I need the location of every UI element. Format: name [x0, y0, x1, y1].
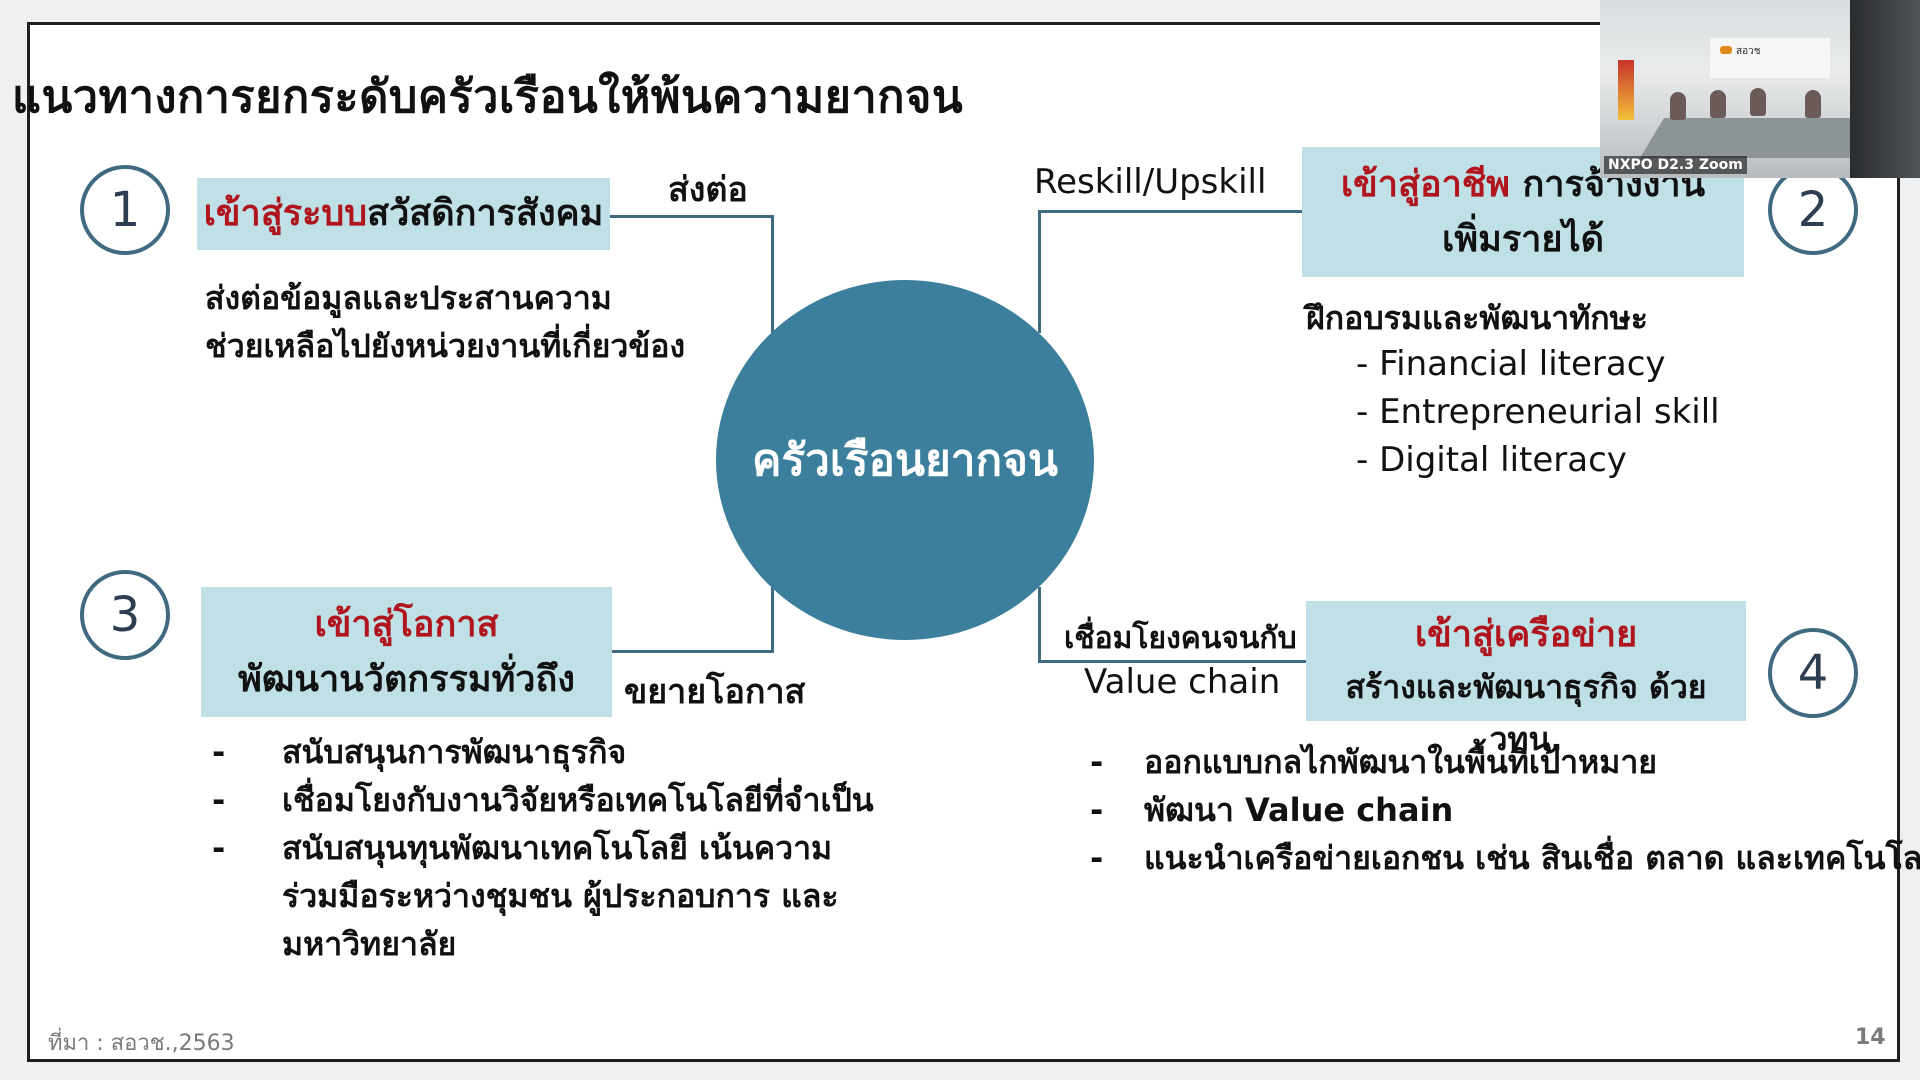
q2-skill-2: - Entrepreneurial skill — [1356, 392, 1720, 432]
step-number-2: 2 — [1768, 165, 1858, 255]
list-item: -เชื่อมโยงกับงานวิจัยหรือเทคโนโลยีที่จำเ… — [212, 781, 874, 819]
q2-skill-list: - Financial literacy - Entrepreneurial s… — [1356, 340, 1720, 484]
connector-line-1-vertical — [771, 215, 774, 333]
q4-bullet-list: -ออกแบบกลไกพัฒนาในพื้นที่เป้าหมาย -พัฒนา… — [1090, 738, 1920, 882]
q3-bullet-list: -สนับสนุนการพัฒนาธุรกิจ -เชื่อมโยงกับงาน… — [212, 728, 874, 968]
video-thumbnail[interactable]: สอวช NXPO D2.3 Zoom — [1600, 0, 1920, 178]
connector-label-4b: Value chain — [1084, 662, 1281, 702]
list-item: -สนับสนุนทุนพัฒนาเทคโนโลยี เน้นความ — [212, 829, 833, 867]
connector-line-3-vertical — [771, 587, 774, 653]
person-figure — [1805, 90, 1821, 118]
box-network-line2: สร้างและพัฒนาธุรกิจ ด้วย วทน. — [1345, 668, 1707, 758]
connector-line-3 — [612, 650, 774, 653]
person-figure — [1750, 88, 1766, 116]
connector-line-4 — [1038, 660, 1308, 663]
video-table — [1640, 118, 1880, 158]
box-opportunity: เข้าสู่โอกาส พัฒนานวัตกรรมทั่วถึง — [201, 587, 612, 717]
page-number: 14 — [1855, 1025, 1886, 1050]
q2-heading: ฝึกอบรมและพัฒนาทักษะ — [1306, 299, 1648, 337]
list-item: -แนะนำเครือข่ายเอกชน เช่น สินเชื่อ ตลาด … — [1090, 839, 1920, 877]
person-figure — [1710, 90, 1726, 118]
org-logo-icon — [1720, 46, 1732, 54]
list-item-continued: มหาวิทยาลัย — [282, 925, 457, 963]
video-backdrop-board — [1710, 38, 1830, 78]
box-network: เข้าสู่เครือข่าย สร้างและพัฒนาธุรกิจ ด้ว… — [1306, 601, 1746, 758]
connector-line-1 — [609, 215, 774, 218]
q2-skill-1: - Financial literacy — [1356, 344, 1666, 384]
connector-line-4-vertical — [1038, 587, 1041, 663]
box-network-red: เข้าสู่เครือข่าย — [1414, 614, 1638, 655]
connector-label-1: ส่งต่อ — [668, 170, 748, 210]
connector-label-4a: เชื่อมโยงคนจนกับ — [1064, 621, 1297, 656]
connector-line-2-vertical — [1038, 210, 1041, 333]
page-title: แนวทางการยกระดับครัวเรือนให้พ้นความยากจน — [12, 70, 964, 123]
q1-desc-line-1: ส่งต่อข้อมูลและประสานความ — [205, 279, 612, 317]
box-occupation-line2: เพิ่มรายได้ — [1442, 219, 1604, 260]
center-circle: ครัวเรือนยากจน — [716, 280, 1094, 640]
q1-desc-line-2: ช่วยเหลือไปยังหน่วยงานที่เกี่ยวข้อง — [205, 327, 686, 365]
q2-skill-3: - Digital literacy — [1356, 440, 1627, 480]
list-item: -พัฒนา Value chain — [1090, 791, 1454, 829]
box-opportunity-line2: พัฒนานวัตกรรมทั่วถึง — [238, 659, 575, 700]
list-item: -สนับสนุนการพัฒนาธุรกิจ — [212, 733, 627, 771]
step-number-4: 4 — [1768, 628, 1858, 718]
box-occupation-red: เข้าสู่อาชีพ — [1340, 164, 1510, 205]
center-label: ครัวเรือนยากจน — [752, 435, 1058, 486]
video-participant-label: NXPO D2.3 Zoom — [1604, 156, 1747, 174]
q1-description: ส่งต่อข้อมูลและประสานความ ช่วยเหลือไปยัง… — [205, 274, 685, 370]
box-occupation: เข้าสู่อาชีพ การจ้างงาน เพิ่มรายได้ — [1302, 147, 1744, 277]
step-number-3: 3 — [80, 570, 170, 660]
box-social-welfare: เข้าสู่ระบบสวัสดิการสังคม — [197, 178, 610, 250]
video-window — [1850, 0, 1920, 178]
person-figure — [1670, 92, 1686, 120]
connector-label-2: Reskill/Upskill — [1034, 162, 1267, 202]
box-opportunity-red: เข้าสู่โอกาส — [314, 604, 499, 645]
video-org-text: สอวช — [1736, 46, 1761, 57]
flag-icon — [1618, 60, 1634, 120]
box-social-welfare-red: เข้าสู่ระบบ — [203, 193, 368, 234]
list-item-continued: ร่วมมือระหว่างชุมชน ผู้ประกอบการ และ — [282, 877, 839, 915]
step-number-1: 1 — [80, 165, 170, 255]
connector-label-3: ขยายโอกาส — [624, 672, 806, 712]
source-citation: ที่มา : สอวช.,2563 — [48, 1031, 235, 1056]
list-item: -ออกแบบกลไกพัฒนาในพื้นที่เป้าหมาย — [1090, 743, 1658, 781]
box-social-welfare-rest: สวัสดิการสังคม — [367, 193, 604, 234]
connector-line-2 — [1040, 210, 1302, 213]
